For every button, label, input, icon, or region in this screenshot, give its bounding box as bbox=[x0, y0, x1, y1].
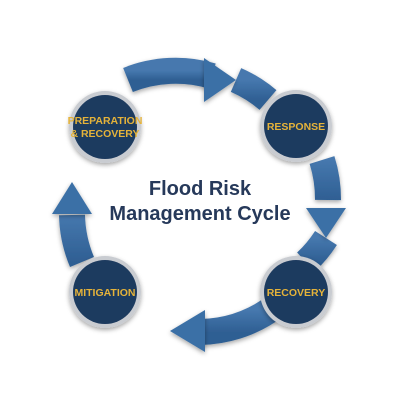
node-recovery-label: RECOVERY bbox=[267, 287, 326, 299]
ring-segment-right-tail bbox=[296, 230, 337, 272]
arrowhead-left-icon bbox=[52, 182, 92, 214]
node-response bbox=[260, 90, 332, 162]
ring-segment-left bbox=[59, 214, 95, 268]
node-preparation-label-line1: PREPARATION bbox=[68, 115, 143, 127]
ring-segment-top bbox=[123, 57, 216, 93]
arrowhead-bottom-icon bbox=[170, 310, 205, 352]
ring-segment-top-tail bbox=[230, 68, 277, 111]
node-recovery bbox=[260, 256, 332, 328]
arrowhead-right-icon bbox=[306, 208, 346, 238]
ring-segment-bottom bbox=[199, 299, 278, 345]
diagram-title-line1: Flood Risk bbox=[149, 178, 252, 200]
ring-segment-right bbox=[309, 156, 341, 201]
node-preparation bbox=[69, 91, 141, 163]
node-response-label: RESPONSE bbox=[267, 121, 325, 133]
cycle-arrowheads bbox=[52, 58, 346, 352]
node-mitigation bbox=[69, 256, 141, 328]
node-preparation-label-line2: & RECOVERY bbox=[70, 128, 139, 140]
node-mitigation-label: MITIGATION bbox=[74, 287, 135, 299]
diagram-title-line2: Management Cycle bbox=[109, 203, 290, 225]
arrowhead-top-icon bbox=[204, 58, 236, 102]
cycle-ring bbox=[59, 57, 341, 345]
